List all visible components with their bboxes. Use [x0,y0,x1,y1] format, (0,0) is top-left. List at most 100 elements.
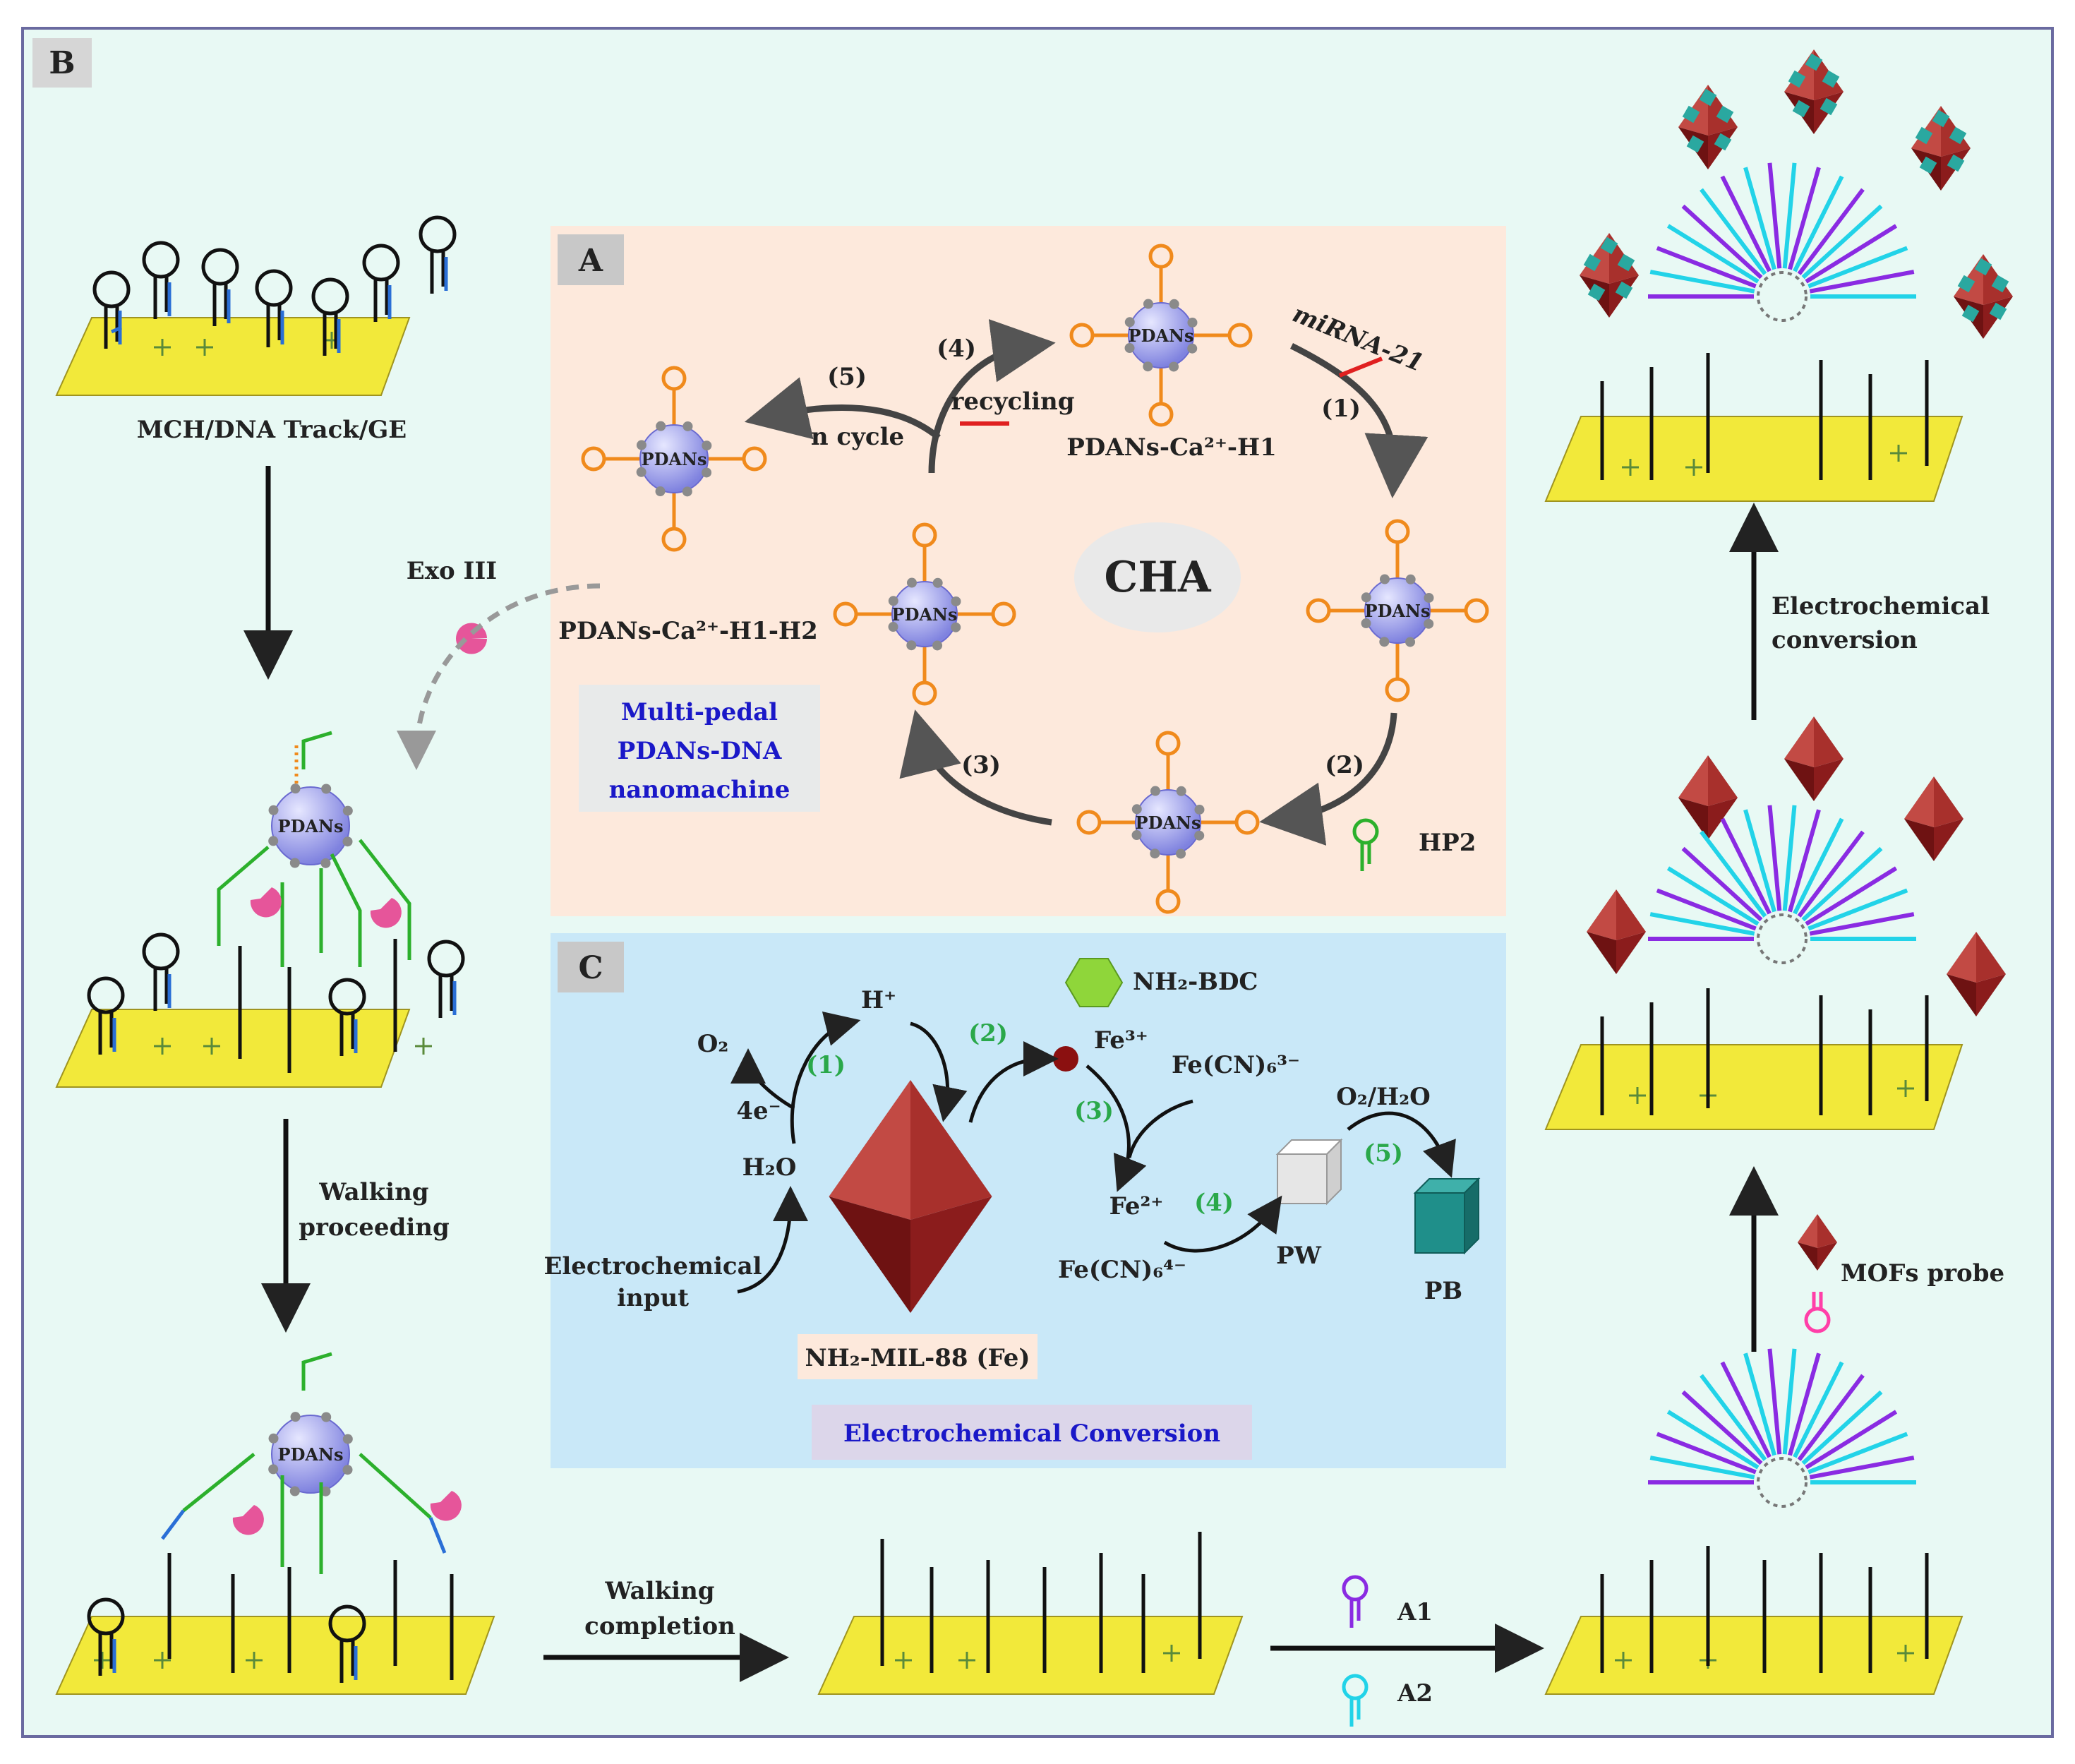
recycling-label: recycling [951,388,1074,416]
conv-label-2: conversion [1772,626,1918,654]
n-cycle-label: n cycle [811,423,904,451]
nh2-bdc-hexagon-icon [1064,958,1124,1007]
o2-label: O₂ [697,1030,729,1058]
complex-h1h2-label: PDANs-Ca²⁺-H1-H2 [558,617,817,645]
exo-iii-icon [456,623,487,654]
amplified-strand [1681,204,1763,280]
walking-legs [161,731,447,1574]
amplified-strand [1700,188,1767,275]
amplified-strand [1666,224,1760,284]
amplified-strand [1782,805,1797,911]
fecn3-label: Fe(CN)₆³⁻ [1172,1051,1300,1079]
hairpin-probe [362,244,400,322]
panel-c [551,933,1506,1468]
hairpin-track-group [87,215,465,1683]
pb-label: PB [1424,1277,1462,1305]
completion-label-1: Walking [604,1577,714,1605]
pdans-label: PDANs [1136,812,1201,833]
amplified-strand [1649,1456,1755,1480]
input-label-2: input [617,1284,689,1312]
h-plus-label: H⁺ [861,986,896,1014]
mofs-probe-hairpin-icon [1804,1292,1831,1333]
panel-a-letter: A [578,243,603,279]
mofs-probe-label: MOFs probe [1841,1259,2004,1288]
mof-octahedron-icon [1784,716,1844,801]
amplified-strand [1801,1390,1883,1465]
exo-iii-icon [232,1505,264,1535]
panel-c-badge: C [558,942,624,992]
amplified-strand [1720,1361,1772,1458]
pdans-label: PDANs [1129,325,1194,346]
c-step-4: (4) [1194,1189,1234,1217]
mirna-strand [1338,356,1383,378]
amplified-strand [1743,167,1776,270]
mof-octahedron-icon [1580,233,1639,318]
amplified-strand [1656,246,1757,289]
pdans-label: PDANs [278,816,344,836]
step-4-label: (4) [937,335,976,363]
hairpin-probe [419,215,457,294]
mof-octahedron-icon [1904,776,1963,861]
panel-c-arrows [730,1012,1456,1294]
strand-core [1757,1457,1808,1508]
cleaved-track-group [167,353,1929,1680]
hairpin-probe [328,978,366,1056]
cha-cycle-arrows [744,319,1429,846]
mof-octahedron-icon [1587,889,1646,974]
hairpin-probe [142,932,180,1011]
amplified-strand [1788,167,1821,270]
mof-name-box [798,1334,1038,1379]
amplified-strand [1808,246,1908,289]
pdans-label: PDANs [892,604,958,625]
pdans-label: PDANs [642,449,707,469]
amplified-strand [1809,912,1915,936]
amplified-strand [1797,188,1865,275]
amplified-strand [1805,1410,1898,1470]
hp2-hairpin-icon [1352,818,1379,871]
pw-cube-icon [1275,1138,1343,1206]
c-step-1: (1) [806,1051,846,1079]
amplified-strand [1805,866,1898,926]
completion-label-2: completion [584,1612,735,1640]
hairpin-probe [87,1597,125,1676]
hairpin-probe [255,269,293,347]
amplified-strand [1782,162,1797,269]
amplified-strand [1681,846,1763,922]
amplified-strand [1649,270,1755,294]
a2-label: A2 [1397,1679,1433,1708]
pdans-particle: PDANs [268,784,353,868]
amplified-strand [1801,204,1883,280]
cycle-arrow-1 [1289,342,1429,498]
mof-octahedron-icon [1784,49,1844,134]
mof-octahedron-icon [1798,1214,1837,1271]
nanomachine-line-1: Multi-pedal [621,698,778,726]
flow-arrows [243,466,1779,1682]
complex-h1-label: PDANs-Ca²⁺-H1 [1066,433,1277,462]
amplified-strand [1788,809,1821,913]
cha-ellipse [1074,522,1241,632]
amplified-strand [1656,888,1757,931]
pdans-particle: PDANs [1306,519,1489,702]
c-step-5: (5) [1364,1139,1403,1168]
cycle-arrow-4 [928,319,1056,474]
fe3-label: Fe³⁺ [1094,1026,1148,1055]
mof-octahedron-icon [829,1080,992,1313]
nh2-bdc-label: NH₂-BDC [1133,968,1258,996]
pdans-label: PDANs [278,1444,344,1465]
panel-b-badge: B [32,38,92,88]
hairpin-probe [311,277,349,356]
nanomachine-box [579,685,820,812]
electrode-tile [55,317,411,396]
nanomachine-line-2: PDANs-DNA [618,737,782,765]
pdans-particle: PDANs [1076,731,1260,914]
pdans-particle: PDANs [1069,244,1253,427]
mof-octahedra-group [829,49,2013,1313]
amplified-strand [1793,175,1844,272]
amplified-strand [1808,1432,1908,1475]
amplified-strand [1656,1432,1757,1475]
amplified-strand [1743,1352,1776,1456]
walking-label-2: proceeding [299,1213,450,1242]
mof-octahedron-icon [1954,254,2013,339]
